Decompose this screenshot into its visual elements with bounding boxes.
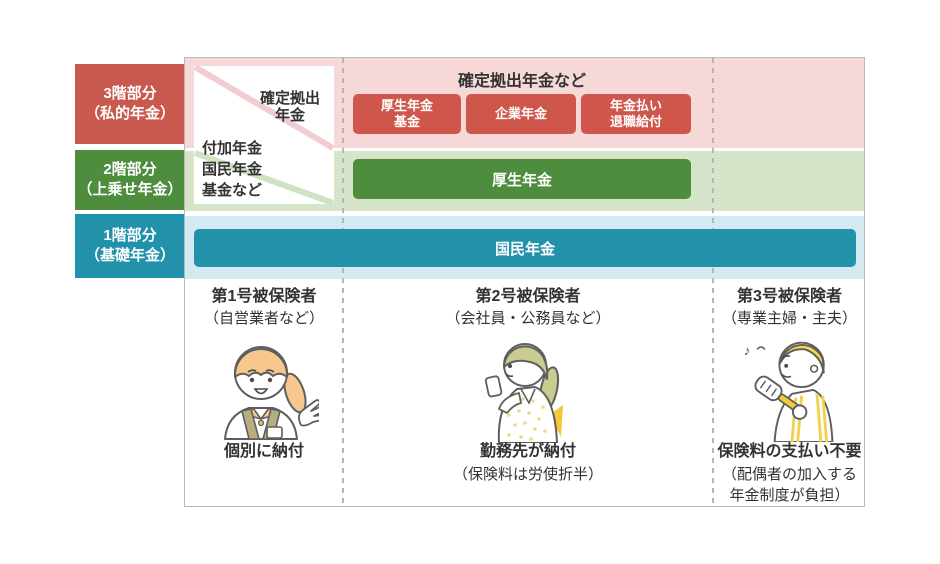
retirement-benefit-box: 年金払い 退職給付 <box>581 94 691 134</box>
waving-woman-illustration <box>209 335 319 440</box>
man-with-spatula-illustration: ♪ <box>730 335 850 442</box>
column-divider-1 <box>342 58 344 506</box>
national-pension-bar: 国民年金 <box>194 229 856 267</box>
category3-subheader: （専業主婦・主夫） <box>721 310 857 327</box>
column-category3: 第3号被保険者 （専業主婦・主夫） ♪ <box>713 287 866 506</box>
diagonal-divider-icon <box>194 66 334 204</box>
employees-pension-fund-box: 厚生年金 基金 <box>353 94 461 134</box>
employees-pension-bar: 厚生年金 <box>353 159 691 199</box>
side-label-tier1: 1階部分 （基礎年金） <box>75 214 185 278</box>
corner-split-box: 確定拠出 年金 付加年金 国民年金 基金など <box>194 66 334 204</box>
side-label-tier2: 2階部分 （上乗せ年金） <box>75 150 185 210</box>
woman-with-phone-illustration <box>473 335 583 443</box>
column-category2: 第2号被保険者 （会社員・公務員など） <box>343 287 713 506</box>
corner-dc-pension-label: 確定拠出 年金 <box>259 90 320 124</box>
category3-payment-note: （配偶者の加入する 年金制度が負担） <box>721 466 857 504</box>
category2-payment: 勤務先が納付 <box>479 443 576 460</box>
diagram-frame: 確定拠出 年金 付加年金 国民年金 基金など 確定拠出年金など 厚生年金 基金 … <box>184 57 865 507</box>
category3-header: 第3号被保険者 <box>737 288 842 305</box>
category3-payment: 保険料の支払い不要 <box>717 443 862 460</box>
category1-payment: 個別に納付 <box>223 443 304 460</box>
corner-national-fund-label: 付加年金 国民年金 基金など <box>202 140 263 199</box>
category2-payment-note: （保険料は労使折半） <box>452 466 603 483</box>
tier3-title: 確定拠出年金など <box>457 73 586 90</box>
category1-header: 第1号被保険者 <box>211 288 317 305</box>
category1-subheader: （自営業者など） <box>203 310 324 327</box>
side-label-tier3: 3階部分 （私的年金） <box>75 64 185 144</box>
column-category1: 第1号被保険者 （自営業者など） <box>185 287 343 506</box>
category2-header: 第2号被保険者 <box>475 288 581 305</box>
corporate-pension-box: 企業年金 <box>466 94 576 134</box>
column-divider-2 <box>712 58 714 506</box>
category2-subheader: （会社員・公務員など） <box>445 310 611 327</box>
svg-text:♪: ♪ <box>743 343 750 358</box>
